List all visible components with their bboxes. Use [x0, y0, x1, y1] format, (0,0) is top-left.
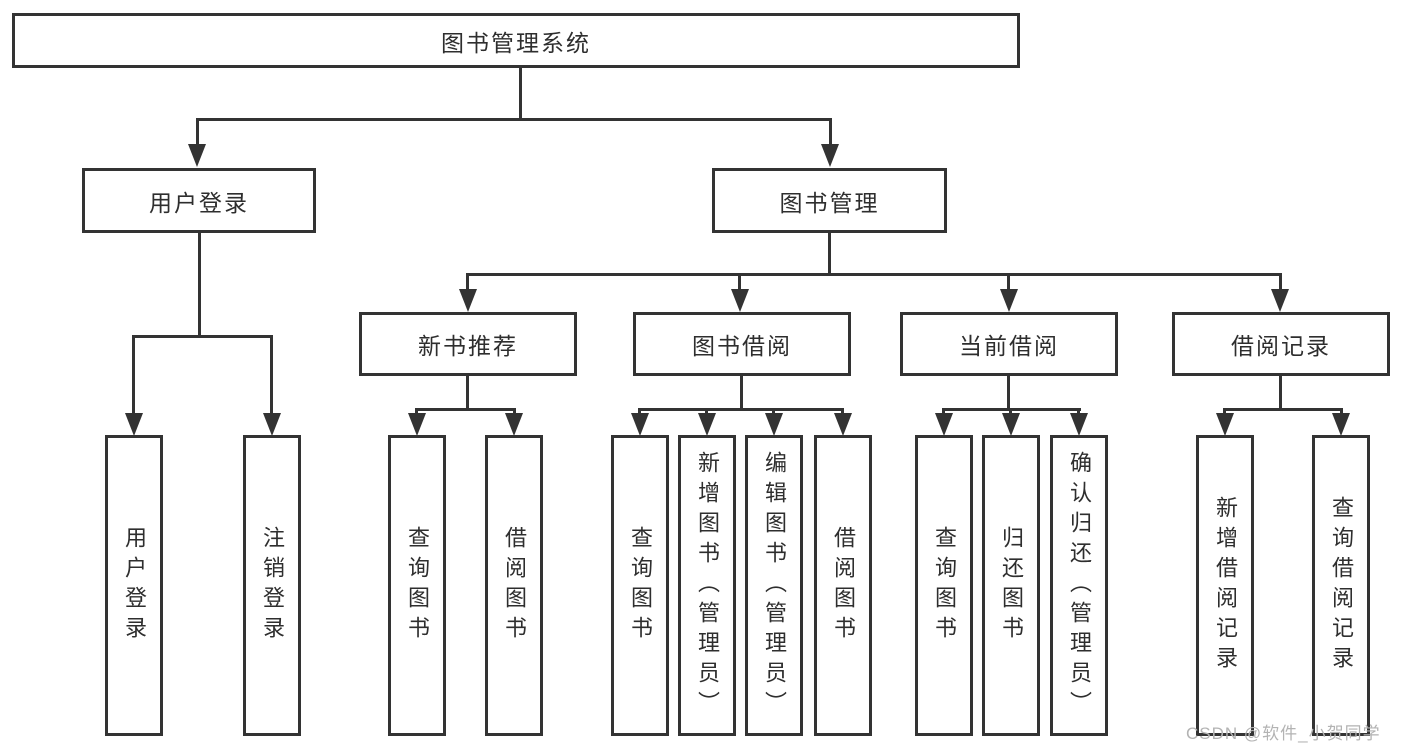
node-label: 借阅图书 — [502, 525, 527, 646]
node-current-return-books: 归还图书 — [982, 435, 1040, 736]
node-newrec-borrow-books: 借阅图书 — [485, 435, 543, 736]
arrow-down-icon — [263, 413, 281, 436]
arrow-down-icon — [1000, 289, 1018, 312]
connector-line — [829, 118, 832, 148]
node-current-confirm-return-admin: 确认归还（管理员） — [1050, 435, 1108, 736]
node-leaf-user-login: 用户登录 — [105, 435, 163, 736]
connector-line — [270, 335, 273, 415]
connector-line — [198, 233, 201, 338]
node-records-add-record: 新增借阅记录 — [1196, 435, 1254, 736]
connector-line — [196, 118, 199, 148]
connector-line — [1007, 376, 1010, 411]
node-label: 查询图书 — [628, 525, 653, 646]
node-current-query-books: 查询图书 — [915, 435, 973, 736]
connector-line — [132, 335, 135, 415]
node-label: 查询借阅记录 — [1329, 495, 1354, 676]
connector-line — [1009, 408, 1012, 416]
connector-line — [740, 376, 743, 411]
arrow-down-icon — [731, 289, 749, 312]
arrow-down-icon — [1332, 413, 1350, 436]
connector-line — [638, 408, 844, 411]
arrow-down-icon — [1070, 413, 1088, 436]
node-book-borrow: 图书借阅 — [633, 312, 851, 376]
node-book-management: 图书管理 — [712, 168, 947, 233]
arrow-down-icon — [505, 413, 523, 436]
node-label: 借阅图书 — [831, 525, 856, 646]
arrow-down-icon — [698, 413, 716, 436]
connector-line — [1077, 408, 1080, 416]
arrow-down-icon — [631, 413, 649, 436]
node-label: 查询图书 — [932, 525, 957, 646]
watermark: CSDN @软件_小贺同学 — [1186, 724, 1381, 743]
node-newrec-query-books: 查询图书 — [388, 435, 446, 736]
node-new-book-recommend: 新书推荐 — [359, 312, 577, 376]
arrow-down-icon — [188, 144, 206, 167]
node-label: 用户登录 — [122, 525, 147, 646]
node-label: 新增借阅记录 — [1213, 495, 1238, 676]
node-label: 确认归还（管理员） — [1067, 450, 1092, 721]
node-label: 新增图书（管理员） — [695, 450, 720, 721]
arrow-down-icon — [408, 413, 426, 436]
connector-line — [519, 66, 522, 118]
connector-line — [132, 335, 273, 338]
node-borrow-add-books-admin: 新增图书（管理员） — [678, 435, 736, 736]
connector-line — [1340, 408, 1343, 416]
connector-line — [513, 408, 516, 416]
node-label: 查询图书 — [405, 525, 430, 646]
arrow-down-icon — [459, 289, 477, 312]
node-borrow-records: 借阅记录 — [1172, 312, 1390, 376]
node-records-query-record: 查询借阅记录 — [1312, 435, 1370, 736]
node-borrow-borrow-books: 借阅图书 — [814, 435, 872, 736]
connector-line — [466, 273, 1282, 276]
arrow-down-icon — [935, 413, 953, 436]
arrow-down-icon — [125, 413, 143, 436]
connector-line — [705, 408, 708, 416]
connector-line — [942, 408, 945, 416]
connector-line — [196, 118, 832, 121]
node-borrow-edit-books-admin: 编辑图书（管理员） — [745, 435, 803, 736]
connector-line — [638, 408, 641, 416]
connector-line — [1279, 376, 1282, 411]
connector-line — [1279, 273, 1282, 291]
node-leaf-logout: 注销登录 — [243, 435, 301, 736]
node-root: 图书管理系统 — [12, 13, 1020, 68]
connector-line — [415, 408, 418, 416]
node-current-borrow: 当前借阅 — [900, 312, 1118, 376]
arrow-down-icon — [1271, 289, 1289, 312]
node-label: 注销登录 — [260, 525, 285, 646]
connector-line — [738, 273, 741, 291]
arrow-down-icon — [1216, 413, 1234, 436]
node-user-login: 用户登录 — [82, 168, 316, 233]
arrow-down-icon — [834, 413, 852, 436]
arrow-down-icon — [1002, 413, 1020, 436]
connector-line — [841, 408, 844, 416]
connector-line — [772, 408, 775, 416]
connector-line — [466, 376, 469, 411]
connector-line — [1007, 273, 1010, 291]
connector-line — [828, 233, 831, 276]
connector-line — [415, 408, 516, 411]
connector-line — [466, 273, 469, 291]
node-borrow-query-books: 查询图书 — [611, 435, 669, 736]
arrow-down-icon — [765, 413, 783, 436]
node-label: 归还图书 — [999, 525, 1024, 646]
connector-line — [1223, 408, 1343, 411]
node-label: 编辑图书（管理员） — [762, 450, 787, 721]
connector-line — [1223, 408, 1226, 416]
arrow-down-icon — [821, 144, 839, 167]
